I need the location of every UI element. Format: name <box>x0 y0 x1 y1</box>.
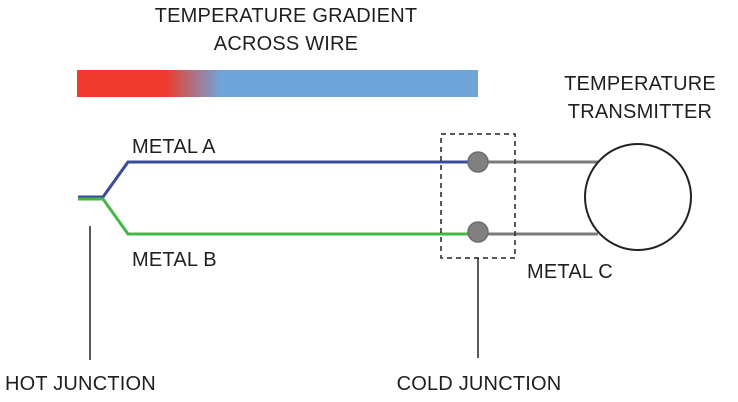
transmitter-label-line2: TRANSMITTER <box>568 101 712 123</box>
gradient-title-line2: ACROSS WIRE <box>214 33 358 55</box>
cold-junction-terminal-top <box>467 151 489 173</box>
cold-junction-label: COLD JUNCTION <box>397 373 562 395</box>
gradient-title-line1: TEMPERATURE GRADIENT <box>155 5 418 27</box>
metal-c-label: METAL C <box>527 261 613 283</box>
hot-junction-label: HOT JUNCTION <box>5 373 156 395</box>
metal-b-wire <box>78 197 478 236</box>
metal-a-label: METAL A <box>132 136 216 158</box>
temperature-gradient-bar <box>77 70 478 97</box>
metal-b-label: METAL B <box>132 249 217 271</box>
metal-a-wire <box>78 160 478 199</box>
transmitter-label-line1: TEMPERATURE <box>564 73 716 95</box>
temperature-transmitter-circle <box>584 143 692 251</box>
cold-junction-terminal-bottom <box>467 221 489 243</box>
